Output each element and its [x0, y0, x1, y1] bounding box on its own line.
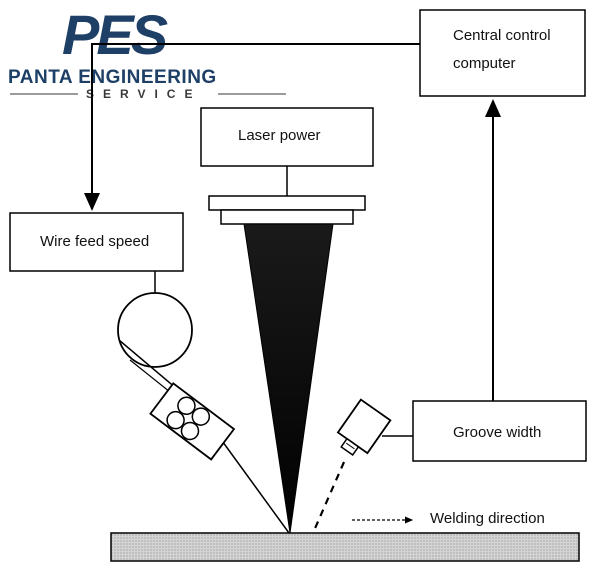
laser-beam-cone [243, 223, 334, 534]
groove-width-box: Groove width [412, 400, 587, 462]
wire-feed-rollers [149, 382, 236, 461]
logo-brand-mark: PES [62, 3, 168, 66]
sensor-beam [311, 461, 346, 534]
groove-width-label: Groove width [453, 424, 541, 441]
control-line-to-wire-feed [84, 43, 420, 211]
company-logo: PES PANTA ENGINEERING SERVICE [8, 3, 286, 101]
central-control-label-line1: Central control [453, 27, 551, 44]
logo-company-line1: PANTA ENGINEERING [8, 67, 217, 88]
wire-feed-speed-box: Wire feed speed [9, 212, 184, 272]
central-control-computer-box: Central control computer [419, 9, 586, 97]
central-control-label-line2: computer [453, 55, 516, 72]
wire-feed-speed-label: Wire feed speed [40, 233, 149, 250]
camera-sensor [336, 398, 392, 456]
wire-spool [117, 292, 193, 368]
laser-head [208, 195, 366, 225]
workpiece-plate [110, 532, 580, 562]
laser-power-label: Laser power [238, 127, 321, 144]
laser-power-box: Laser power [200, 107, 374, 167]
logo-company-line2: SERVICE [86, 87, 201, 101]
welding-direction-label: Welding direction [430, 510, 545, 527]
